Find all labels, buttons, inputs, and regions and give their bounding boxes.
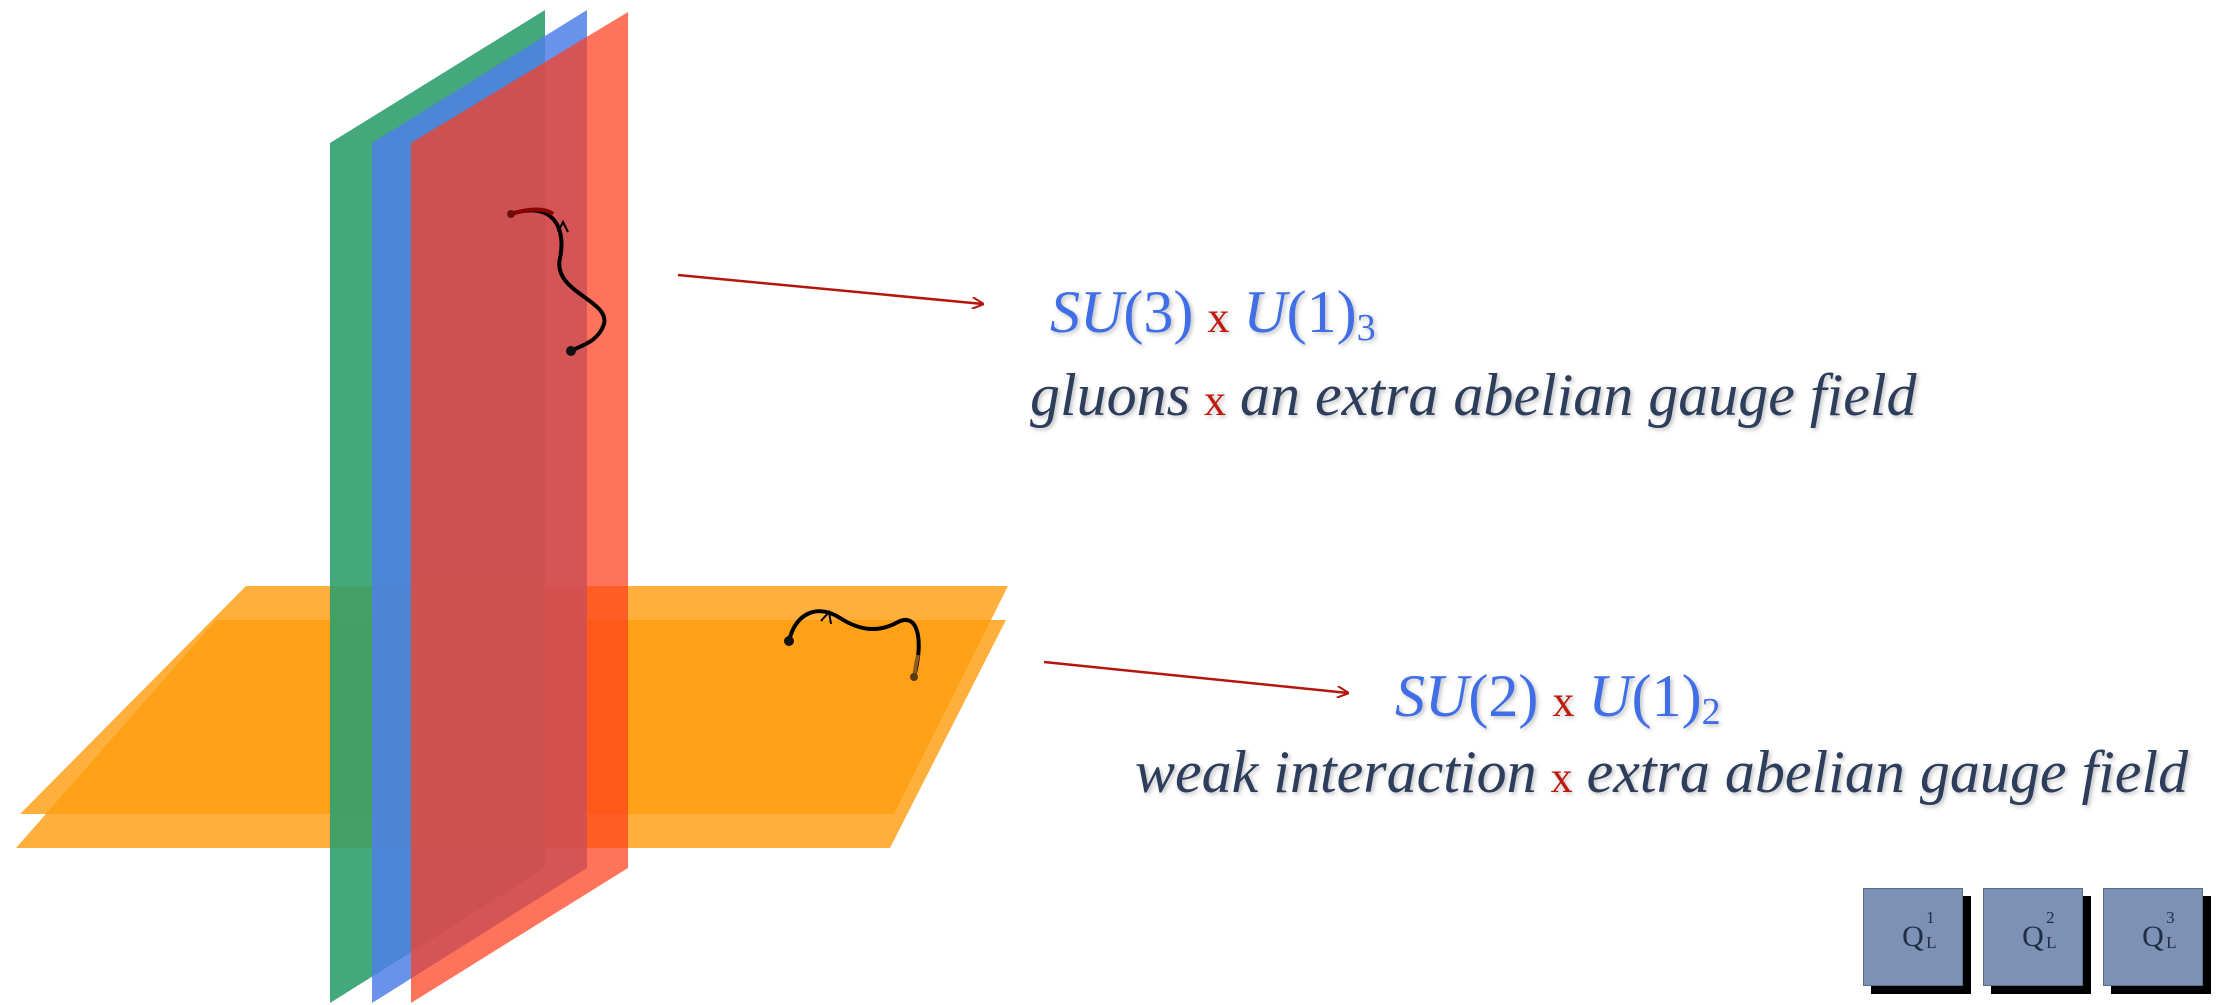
gluon-string bbox=[509, 208, 607, 353]
svg-text:SU(3)xU(1)3: SU(3)xU(1)3 bbox=[1050, 279, 1376, 349]
su2-name: SU bbox=[1395, 663, 1472, 729]
arrow-to-weak-label bbox=[1043, 660, 1348, 693]
red-brane bbox=[411, 12, 628, 1003]
svg-text:SU(2)xU(1)2: SU(2)xU(1)2 bbox=[1395, 663, 1721, 733]
string-endpoint bbox=[566, 346, 576, 356]
su3-name: SU bbox=[1050, 279, 1127, 345]
string-endpoint bbox=[784, 636, 794, 646]
string-endpoint bbox=[910, 673, 918, 681]
weak-string bbox=[787, 609, 921, 679]
string-endpoint bbox=[507, 210, 515, 218]
arrow-to-strong-label bbox=[677, 273, 983, 304]
